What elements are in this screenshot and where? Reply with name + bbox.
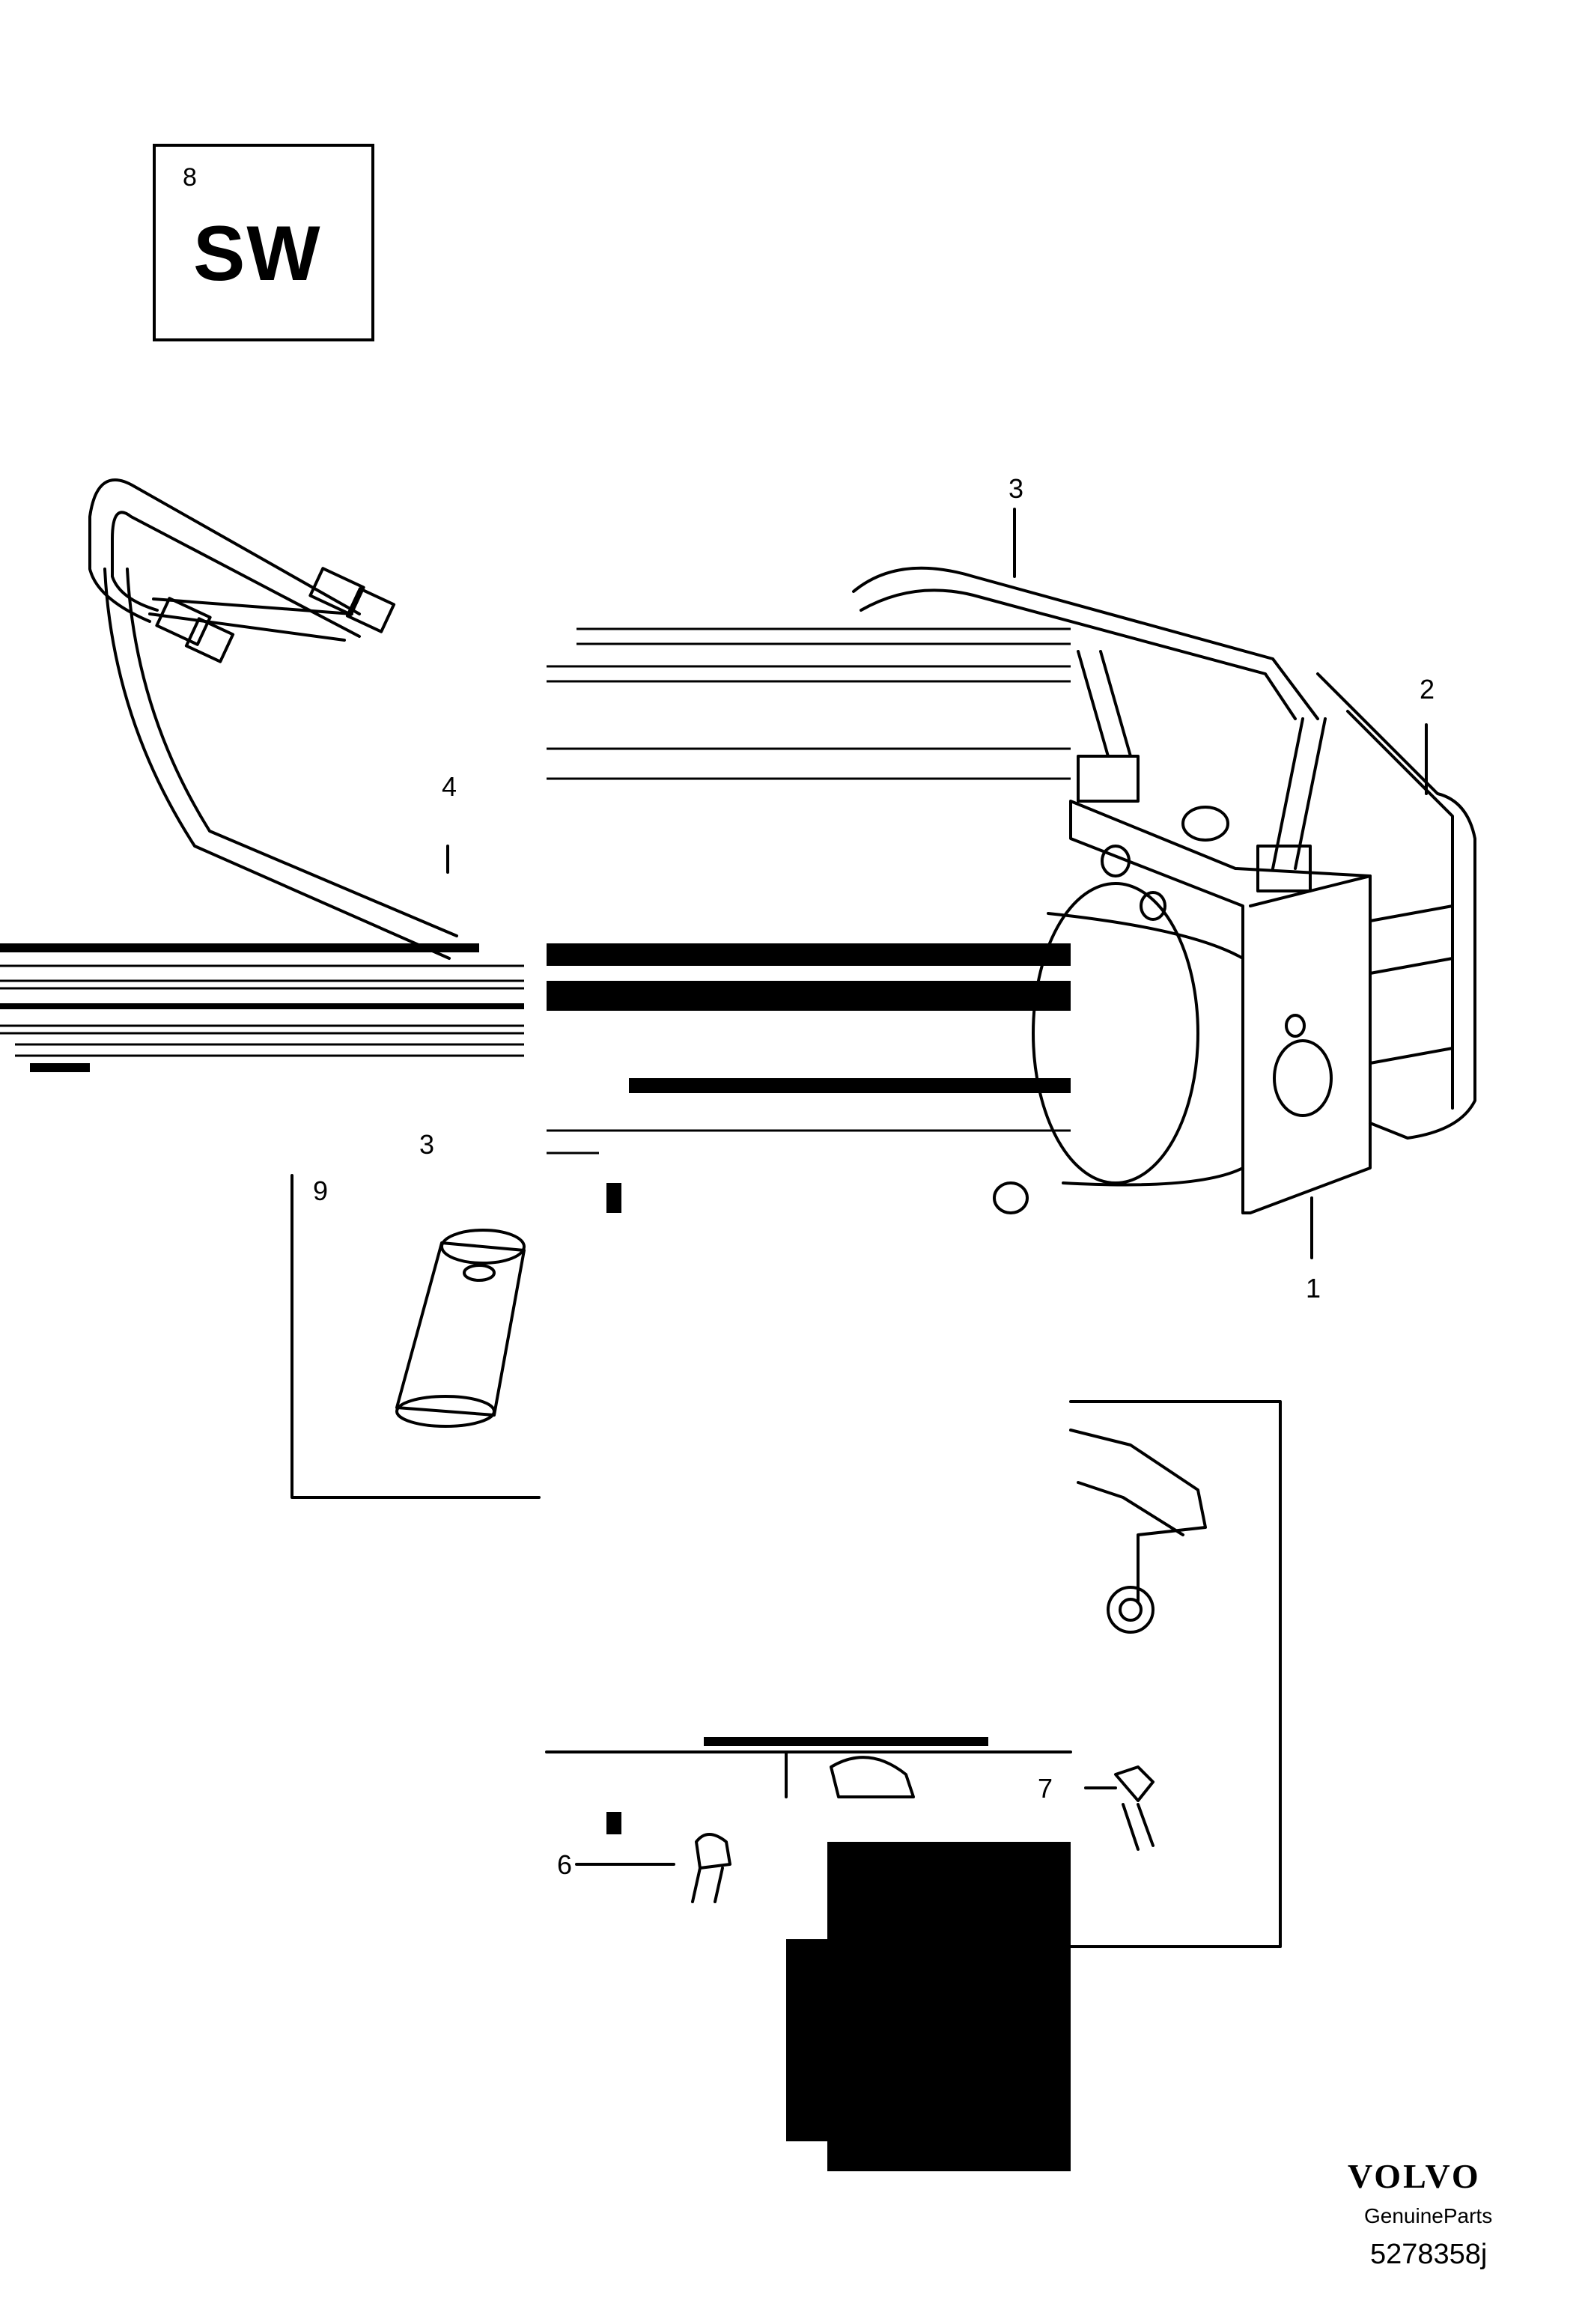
callout-3-left: 3: [419, 1129, 435, 1160]
diagram-code: 5278358j: [1370, 2239, 1488, 2270]
callout-1: 1: [1306, 1273, 1321, 1304]
callout-6: 6: [557, 1849, 573, 1880]
sleeve-box-9: [290, 1174, 541, 1499]
hatch-lines: [0, 627, 1071, 1155]
abs-module: [852, 508, 1476, 1259]
callout-4: 4: [442, 771, 457, 802]
bracket-box: [545, 1400, 1282, 1948]
model-badge: 8 SW: [153, 144, 374, 341]
volvo-logo: VOLVO: [1348, 2157, 1481, 2195]
genuine-parts-label: GenuineParts: [1364, 2204, 1493, 2227]
brake-pipe-4: [88, 478, 458, 960]
callout-3-top: 3: [1009, 473, 1024, 504]
callout-2: 2: [1420, 674, 1435, 705]
callout-7: 7: [1038, 1773, 1053, 1804]
badge-number: 8: [183, 163, 197, 192]
black-blocks: [0, 943, 1071, 2171]
badge-code: SW: [193, 210, 322, 297]
callout-9: 9: [313, 1175, 329, 1206]
